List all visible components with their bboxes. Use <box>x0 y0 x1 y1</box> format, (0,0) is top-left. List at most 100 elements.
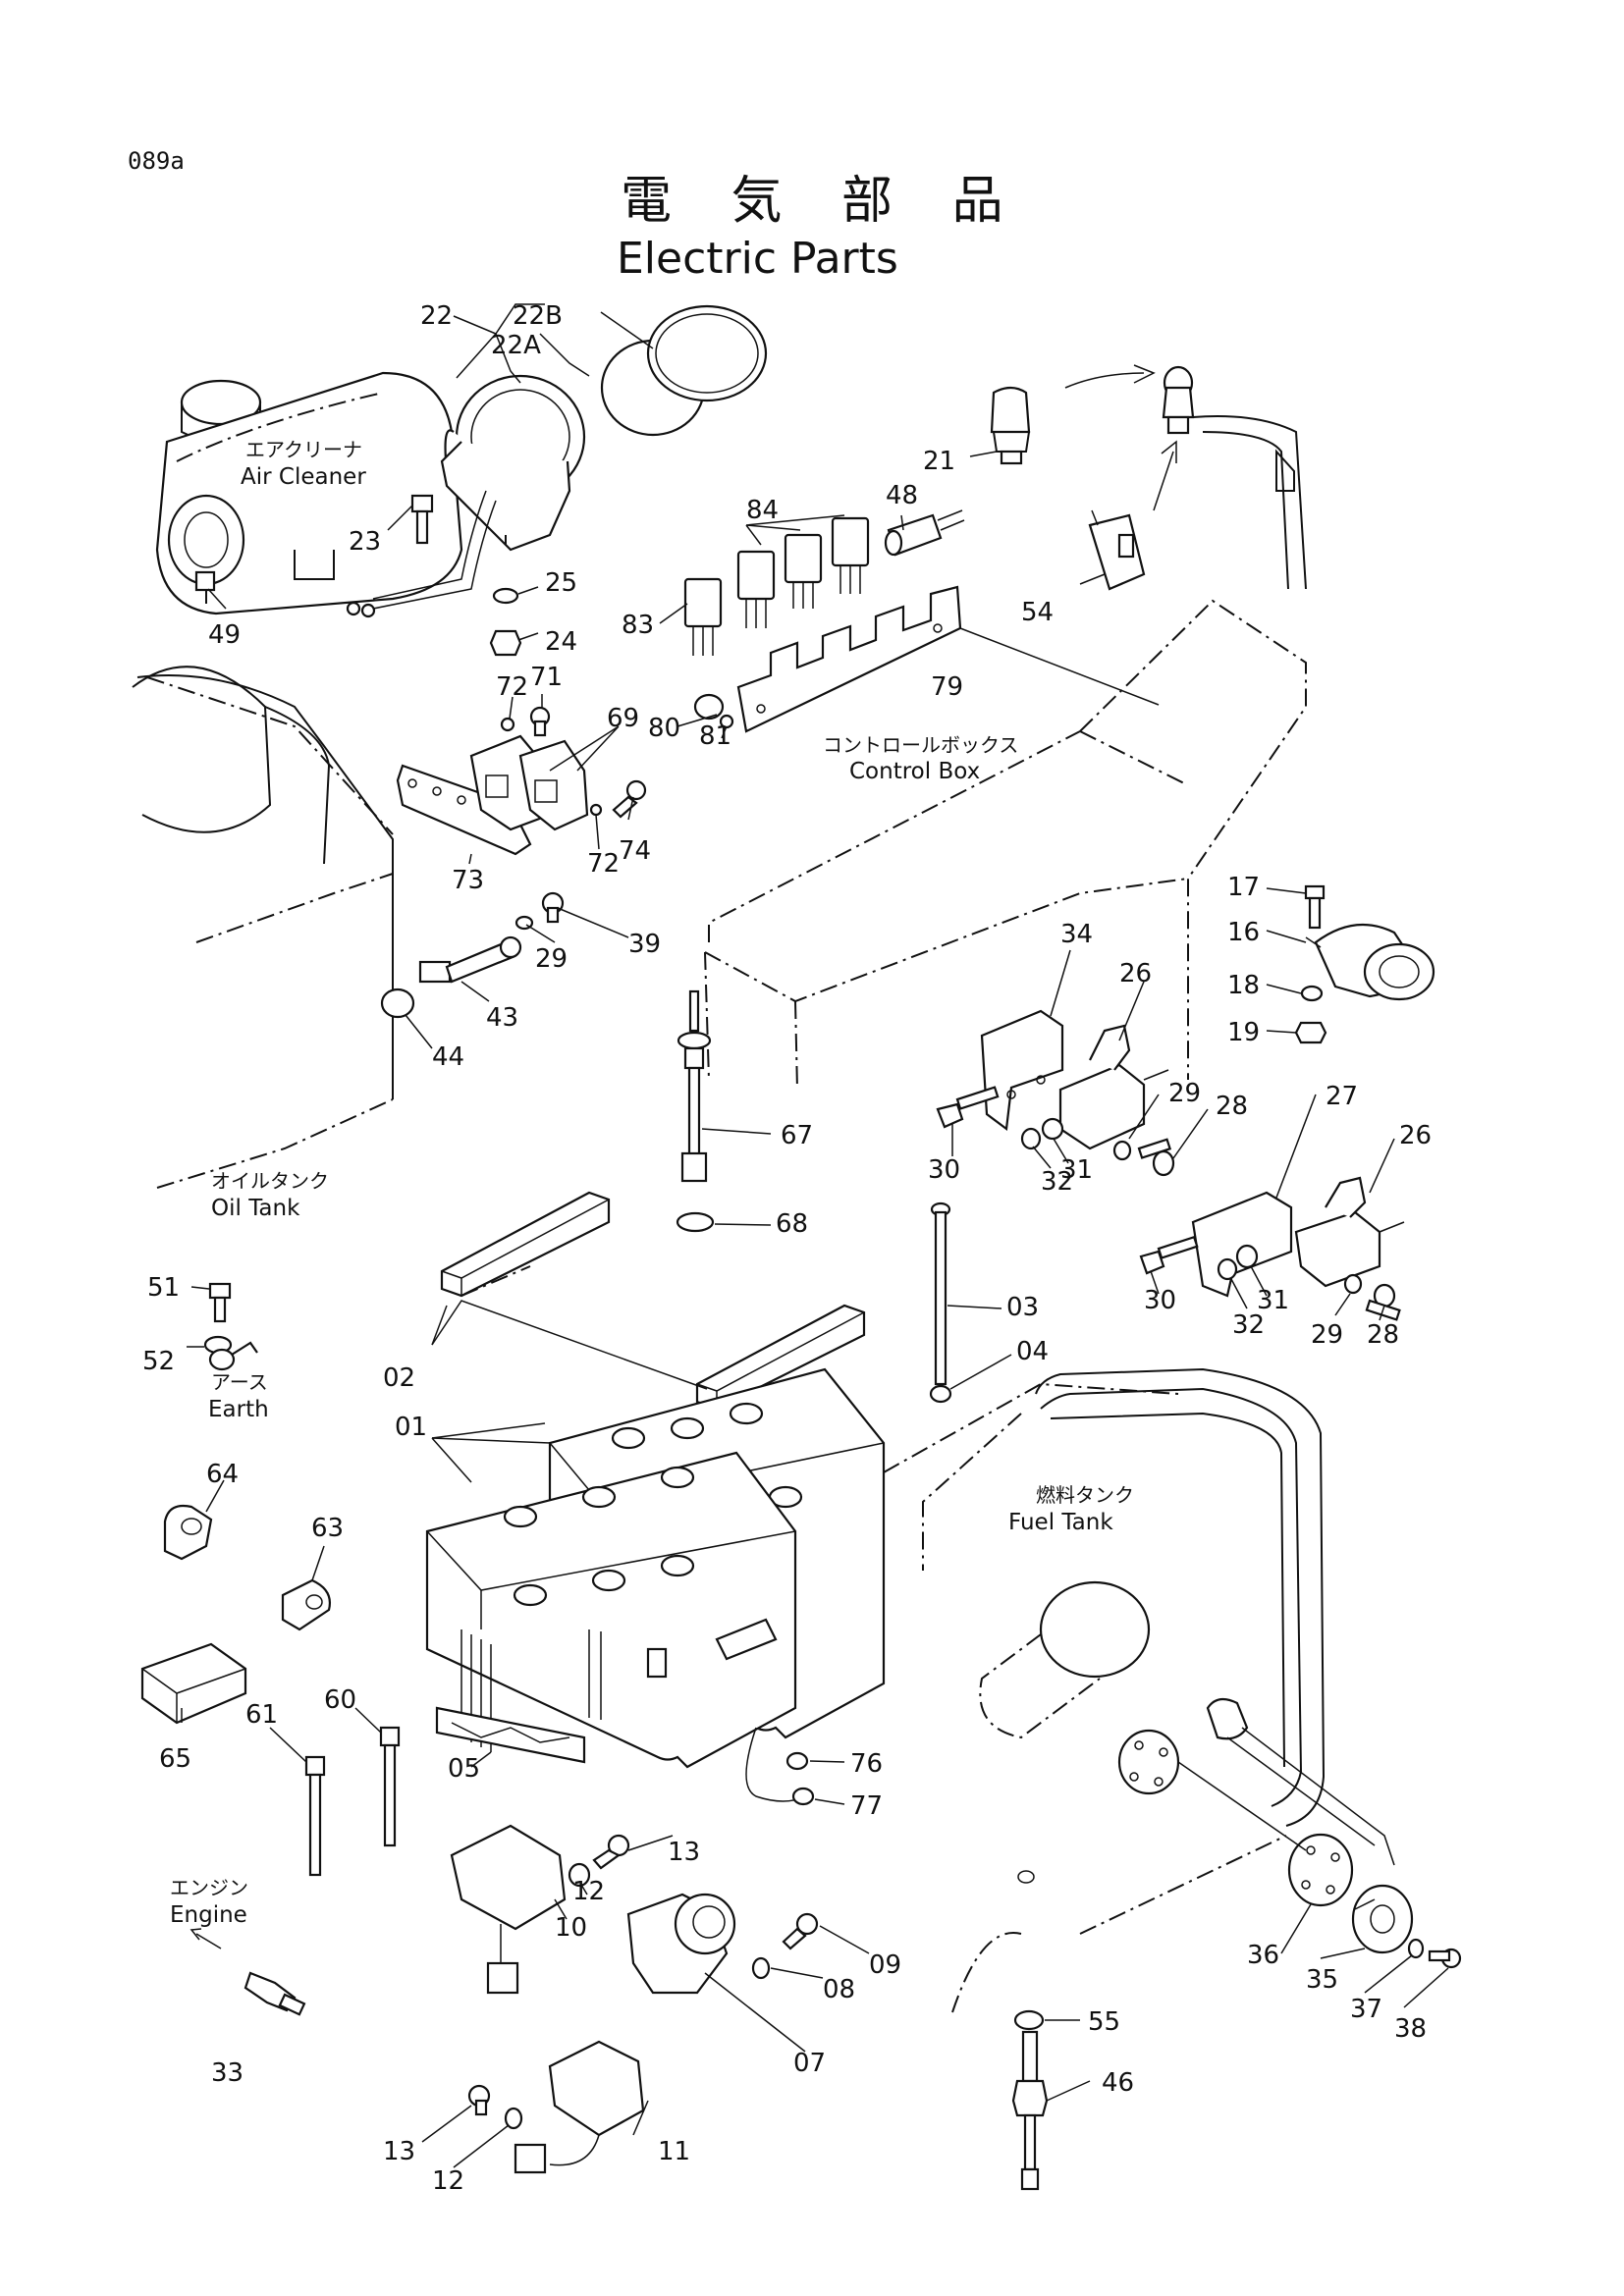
plug-48 <box>884 509 965 557</box>
callout-84: 84 <box>746 496 779 525</box>
callout-79: 79 <box>931 672 963 702</box>
washer-29-b <box>1112 1140 1132 1161</box>
oil-tank-label-jp: オイルタンク <box>211 1169 329 1193</box>
units-69 <box>469 734 589 831</box>
bracket-34 <box>980 1009 1064 1132</box>
earth-label-jp: アース <box>211 1370 268 1394</box>
washer-25 <box>492 587 519 605</box>
callout-29: 29 <box>1168 1079 1201 1108</box>
clamp-63 <box>281 1578 331 1631</box>
screw-74 <box>612 779 647 819</box>
washer-32-upper <box>1020 1127 1042 1150</box>
fuel-tank <box>979 1367 1395 1866</box>
callout-30: 30 <box>928 1155 960 1185</box>
oil-tank-label-en: Oil Tank <box>211 1196 300 1221</box>
bolt-17 <box>1304 884 1326 930</box>
screw-28-upper <box>1137 1138 1175 1177</box>
nut-31-upper <box>1041 1117 1064 1141</box>
clamp-64 <box>163 1504 213 1561</box>
engine-label-en: Engine <box>170 1902 247 1928</box>
limit-switch-26-upper <box>1058 1024 1169 1150</box>
callout-43: 43 <box>486 1003 518 1033</box>
callout-60: 60 <box>324 1685 356 1715</box>
callout-65: 65 <box>159 1744 191 1774</box>
screw-09 <box>782 1912 819 1950</box>
sender-top-ring <box>1017 1870 1035 1884</box>
callout-13: 13 <box>383 2137 415 2166</box>
callout-09: 09 <box>869 1950 901 1980</box>
earth-terminal <box>208 1341 258 1371</box>
nut-24 <box>489 629 522 657</box>
engine-label-jp: エンジン <box>170 1876 248 1899</box>
cable-tie-61 <box>304 1755 326 1877</box>
grommet-80 <box>693 693 725 721</box>
fuel-tank-label-en: Fuel Tank <box>1008 1510 1113 1535</box>
battery-mat-05 <box>435 1706 586 1764</box>
air-cleaner-label-en: Air Cleaner <box>241 464 366 490</box>
callout-21: 21 <box>923 447 955 476</box>
callout-26: 26 <box>1399 1121 1432 1150</box>
callout-33: 33 <box>211 2058 244 2088</box>
callout-52: 52 <box>142 1347 175 1376</box>
toggle-switch-54 <box>1088 509 1146 591</box>
bar-02-upper <box>440 1191 611 1298</box>
level-switch-43 <box>418 935 522 984</box>
callout-73: 73 <box>452 866 484 895</box>
callout-24: 24 <box>545 627 577 657</box>
callout-74: 74 <box>619 836 651 866</box>
frame-outlines <box>132 415 1307 2013</box>
callout-32: 32 <box>1232 1310 1265 1340</box>
sender-67 <box>677 989 712 1183</box>
callout-07: 07 <box>793 2049 826 2078</box>
callout-01: 01 <box>395 1413 427 1442</box>
washer-72-top <box>500 717 515 732</box>
work-light <box>346 304 768 618</box>
callout-05: 05 <box>448 1754 480 1784</box>
callout-31: 31 <box>1257 1286 1289 1315</box>
washer-18 <box>1300 985 1324 1002</box>
gasket-36 <box>1287 1833 1354 1907</box>
callout-22A: 22A <box>491 331 541 360</box>
washer-12-b <box>504 2107 523 2130</box>
relay-10 <box>450 1824 567 1995</box>
callout-51: 51 <box>147 1273 180 1303</box>
sender-flange-35 <box>1351 1884 1414 1954</box>
air-cleaner-label-jp: エアクリーナ <box>245 438 362 461</box>
rod-03 <box>930 1201 951 1386</box>
callout-46: 46 <box>1102 2068 1134 2098</box>
callout-17: 17 <box>1227 873 1260 902</box>
air-cleaner <box>155 371 463 615</box>
control-box-label-jp: コントロールボックス <box>823 733 1018 757</box>
callout-11: 11 <box>658 2137 690 2166</box>
callout-72: 72 <box>496 672 528 702</box>
callout-36: 36 <box>1247 1941 1279 1970</box>
screw-71 <box>529 706 551 737</box>
callout-18: 18 <box>1227 971 1260 1000</box>
sheet-code: 089a <box>128 147 185 175</box>
sensor-33 <box>189 1928 306 2016</box>
buzzer-07 <box>626 1893 736 1995</box>
bar-02-lower <box>695 1304 866 1411</box>
callout-29: 29 <box>535 944 568 974</box>
callout-03: 03 <box>1006 1293 1039 1322</box>
horn <box>1305 923 1435 1001</box>
fuel-tank-label-jp: 燃料タンク <box>1036 1483 1134 1507</box>
callout-02: 02 <box>383 1363 415 1393</box>
relay-11 <box>514 2040 645 2174</box>
screw-13-a <box>592 1834 630 1870</box>
earth-label-en: Earth <box>208 1397 269 1422</box>
pressure-switch <box>1064 364 1195 511</box>
flange-36 <box>1117 1729 1180 1795</box>
callout-29: 29 <box>1311 1320 1343 1350</box>
callout-22B: 22B <box>513 301 563 331</box>
callout-44: 44 <box>432 1042 464 1072</box>
callout-16: 16 <box>1227 918 1260 947</box>
leader-lines <box>181 303 1449 2168</box>
washer-12-a <box>568 1862 591 1888</box>
screw-28-lower <box>1365 1283 1401 1321</box>
control-box-label-en: Control Box <box>849 759 980 784</box>
bolt-30-lower <box>1139 1235 1199 1275</box>
sender-46 <box>1011 2030 1049 2191</box>
washer-72-bottom <box>589 803 603 817</box>
limit-switch-26-lower <box>1294 1176 1405 1288</box>
